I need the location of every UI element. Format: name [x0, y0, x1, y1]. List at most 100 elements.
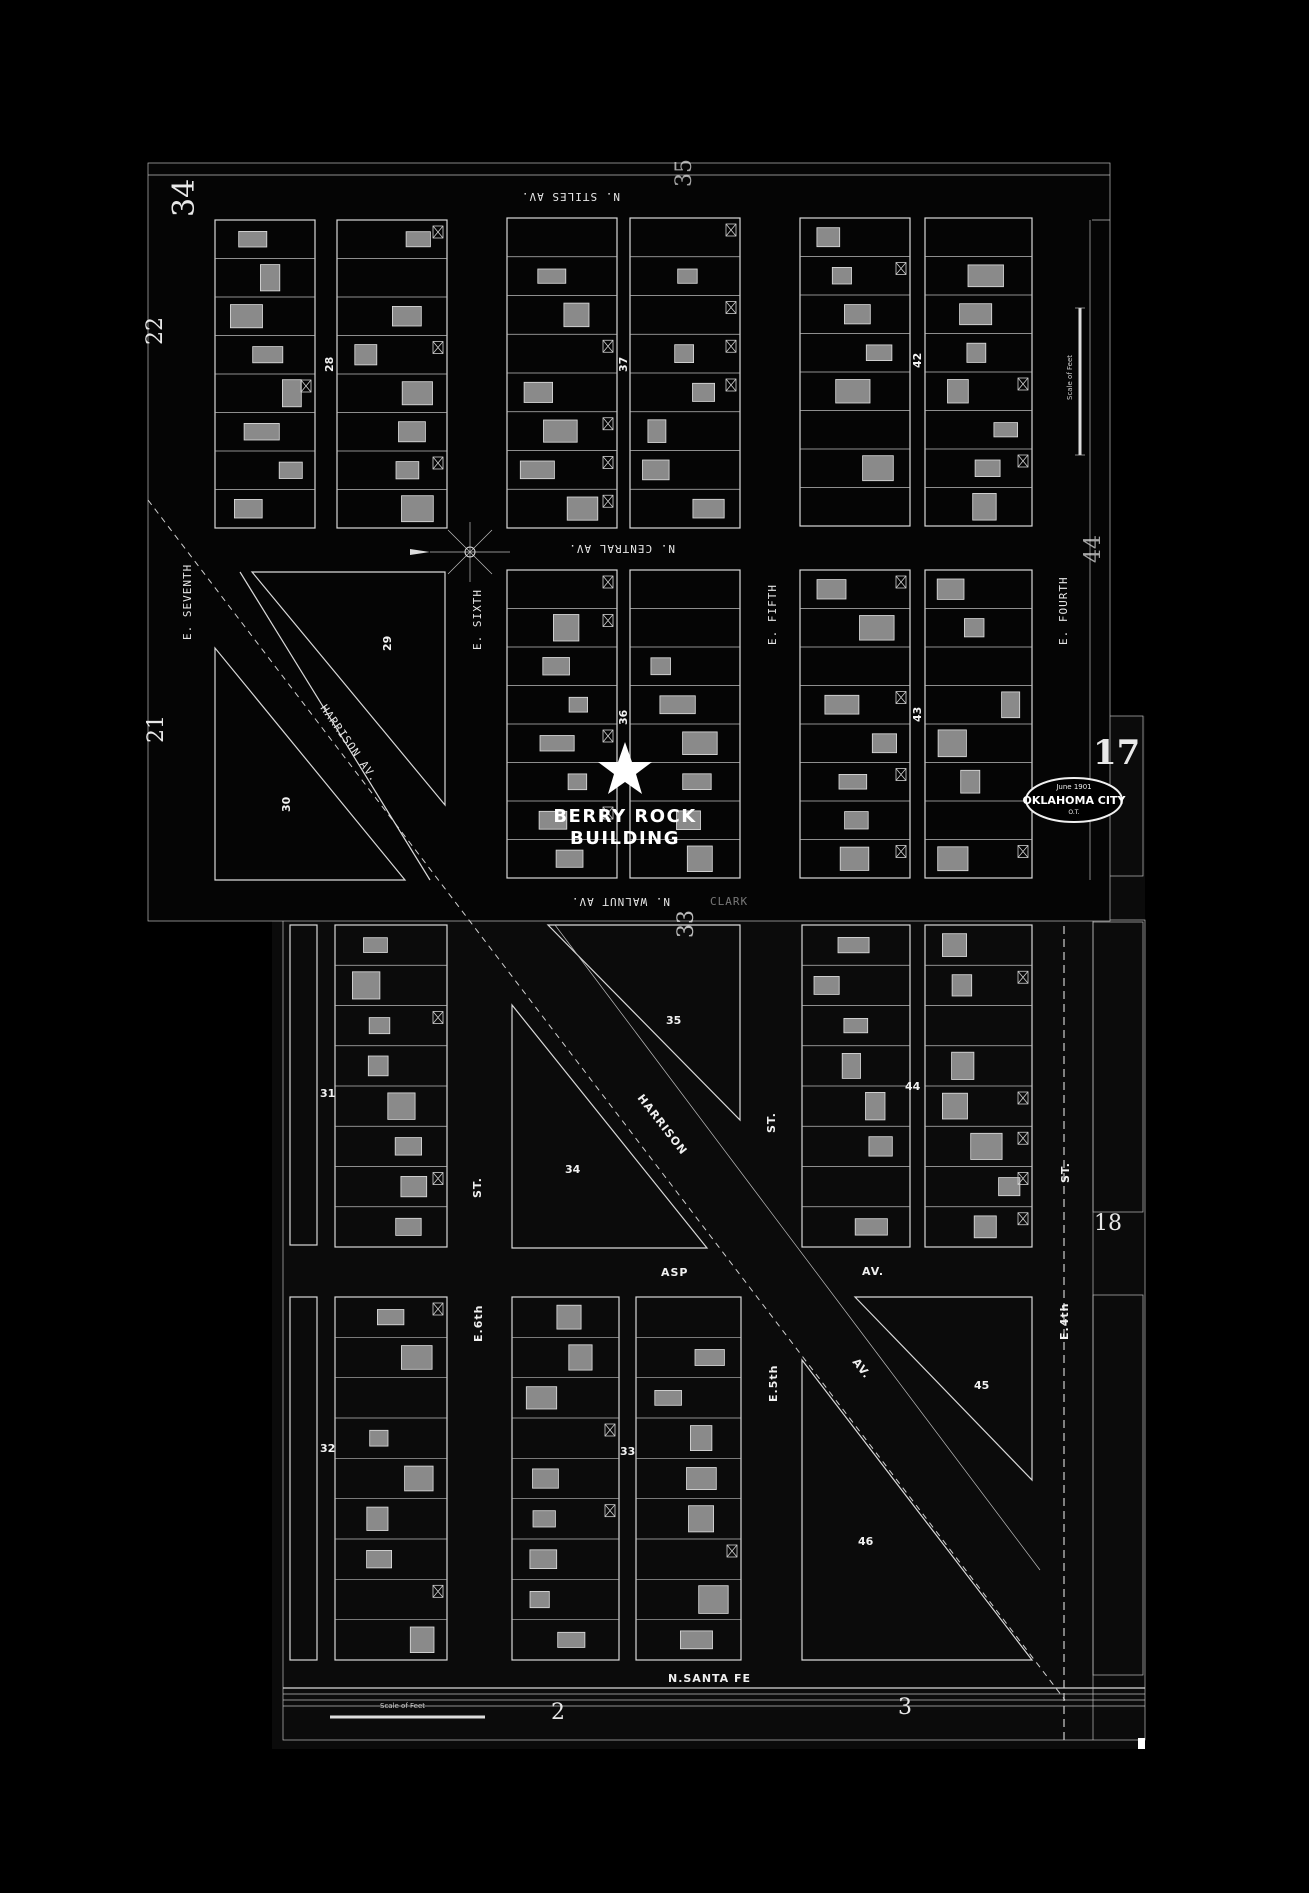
outbuilding [895, 845, 907, 858]
street-label-santa-fe: N.SANTA FE [668, 1672, 751, 1685]
outbuilding-cross [895, 845, 907, 858]
outbuilding-cross [726, 1544, 738, 1558]
outbuilding [432, 1011, 444, 1024]
building-footprint [354, 344, 378, 366]
outbuilding-cross [432, 1585, 444, 1598]
building-footprint [816, 579, 847, 600]
scale-bar-upper: Scale of Feet [1066, 307, 1085, 456]
building-footprint [831, 266, 852, 285]
outbuilding-cross [725, 301, 737, 314]
building-footprint [676, 810, 701, 831]
building-footprint [278, 461, 303, 479]
building-footprint [238, 230, 268, 248]
outbuilding-cross [432, 456, 444, 470]
outbuilding-cross [1017, 377, 1029, 391]
building-footprint [865, 1092, 886, 1121]
outbuilding-cross [604, 1423, 616, 1437]
building-footprint [642, 459, 670, 481]
outbuilding-cross [895, 575, 907, 589]
building-footprint [368, 1017, 391, 1035]
street-label-e5th: E.5th [767, 1365, 780, 1402]
sheet-number-upper: 34 [167, 179, 202, 217]
building-footprint [532, 1510, 556, 1528]
street-label-sixth: E. SIXTH [471, 589, 484, 650]
building-footprint [970, 1132, 1003, 1160]
outbuilding-cross [432, 1302, 444, 1316]
building-footprint [682, 773, 712, 790]
building-footprint [974, 459, 1001, 478]
building-footprint [1001, 691, 1021, 719]
compass-rose [410, 522, 510, 582]
building-footprint [839, 846, 870, 871]
building-footprint [243, 422, 280, 441]
corner-mark [1138, 1738, 1145, 1749]
building-footprint [538, 810, 568, 830]
outbuilding [604, 1504, 616, 1518]
outbuilding [432, 456, 444, 470]
outbuilding [895, 768, 907, 781]
building-footprint [391, 305, 422, 327]
building-footprint [688, 1505, 715, 1533]
sheet-number-upper-top: 35 [672, 159, 697, 187]
outbuilding [432, 1302, 444, 1316]
building-footprint [543, 419, 578, 443]
building-footprint [376, 1309, 405, 1326]
outbuilding-cross [1017, 970, 1029, 984]
building-footprints [215, 223, 1032, 1654]
block-number: 44 [905, 1080, 921, 1093]
street-label-stiles: N. STILES AV. [521, 190, 620, 203]
street-label-fourth: E. FOURTH [1057, 576, 1070, 645]
building-footprint [677, 268, 698, 284]
sheet-number-left-2: 21 [144, 715, 169, 743]
berry-rock-building-marker[interactable]: BERRY ROCK BUILDING [553, 742, 696, 849]
outbuilding [1017, 845, 1029, 858]
building-footprint [937, 846, 969, 872]
outbuilding [602, 575, 614, 589]
scale-label-lower: Scale of Feet [380, 1702, 425, 1710]
building-footprint [369, 1429, 389, 1447]
sheet-number-lower-bottom-2: 3 [898, 1695, 912, 1720]
outbuilding [432, 341, 444, 354]
building-footprint [555, 849, 584, 868]
block-number: 35 [666, 1014, 681, 1027]
street-label-st-left: ST. [471, 1177, 484, 1198]
building-footprint [972, 492, 997, 521]
building-footprint [813, 976, 840, 995]
outbuilding [602, 806, 614, 820]
building-footprint [557, 1631, 586, 1648]
block-number: 33 [620, 1445, 635, 1458]
outbuilding [725, 378, 737, 392]
outbuilding-cross [1017, 845, 1029, 858]
building-footprint [936, 578, 965, 600]
outbuilding-cross [432, 1011, 444, 1024]
building-footprint [937, 729, 967, 758]
outbuilding-cross [300, 379, 312, 393]
block-number: 36 [617, 709, 630, 725]
sheet-number-lower: 17 [1093, 733, 1140, 773]
building-footprint [568, 696, 588, 713]
building-footprint [366, 1550, 393, 1569]
building-footprint [844, 811, 869, 830]
outbuilding [432, 1172, 444, 1185]
outbuilding [725, 223, 737, 237]
building-footprint [529, 1591, 550, 1609]
block-number: 43 [911, 707, 924, 722]
building-footprint [400, 1345, 433, 1370]
outbuilding [604, 1423, 616, 1437]
building-footprint [647, 419, 667, 443]
outbuilding-cross [602, 339, 614, 353]
building-footprint [960, 769, 981, 794]
outbuilding [432, 225, 444, 239]
building-footprint [229, 304, 263, 329]
building-footprint [838, 774, 868, 790]
building-footprint [698, 1585, 729, 1614]
outbuilding-cross [602, 456, 614, 469]
building-footprint [553, 614, 580, 642]
outbuilding [602, 614, 614, 627]
marker-label-line1: BERRY ROCK [553, 806, 696, 827]
street-label-central: N. CENTRAL AV. [568, 542, 675, 555]
block-number: 32 [320, 1442, 335, 1455]
outbuilding-cross [602, 806, 614, 820]
outbuilding-cross [432, 341, 444, 354]
building-footprint [947, 379, 969, 404]
